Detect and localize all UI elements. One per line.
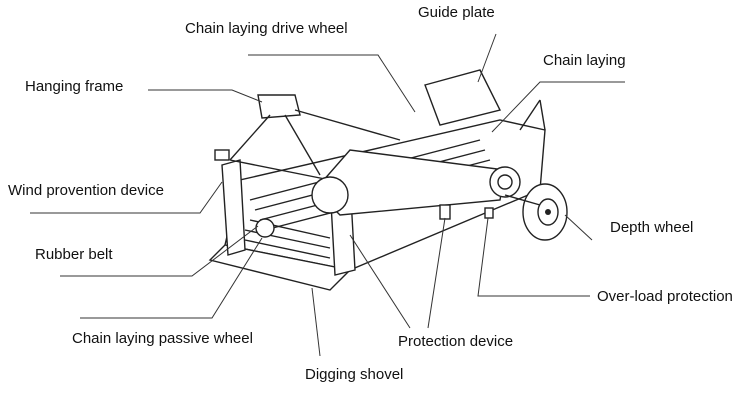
label-depth-wheel: Depth wheel (610, 219, 694, 236)
label-chain-laying: Chain laying (543, 52, 626, 69)
label-chain-laying-passive-wheel: Chain laying passive wheel (72, 330, 253, 347)
label-over-load-protection: Over-load protection (597, 288, 733, 305)
label-rubber-belt: Rubber belt (35, 246, 113, 263)
leader-lines (30, 33, 625, 357)
label-digging-shovel: Digging shovel (305, 366, 404, 383)
label-chain-laying-drive-wheel: Chain laying drive wheel (185, 20, 348, 37)
label-wind-provention-device: Wind provention device (8, 182, 164, 199)
label-hanging-frame: Hanging frame (25, 78, 124, 95)
label-protection-device: Protection device (398, 333, 514, 350)
label-guide-plate: Guide plate (418, 4, 495, 21)
harvester-illustration (208, 69, 568, 291)
